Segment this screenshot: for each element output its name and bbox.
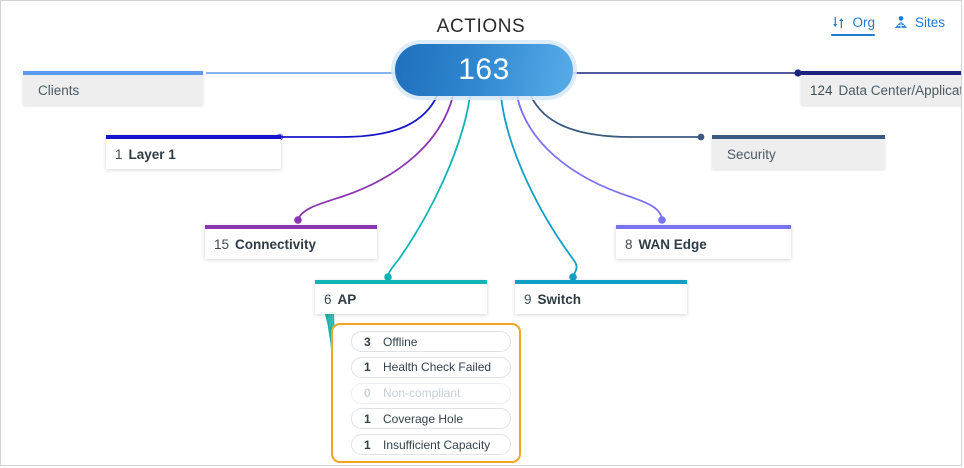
card-layer-1[interactable]: 1 Layer 1 <box>106 135 281 169</box>
card-clients[interactable]: Clients <box>23 71 203 105</box>
card-clients-bar <box>23 71 203 75</box>
tab-sites-label: Sites <box>914 15 945 30</box>
card-switch-label: Switch <box>537 291 582 307</box>
card-data-center-count: 124 <box>810 82 833 98</box>
detail-pill-insufficient-capacity-count: 1 <box>364 437 371 452</box>
actions-total-node[interactable]: 163 <box>395 44 573 96</box>
card-ap-bar <box>315 280 487 284</box>
tab-sites[interactable]: Sites <box>893 15 945 36</box>
detail-pill-offline-label: Offline <box>383 334 418 349</box>
page-title: ACTIONS <box>436 16 526 37</box>
detail-pill-non-compliant-label: Non-compliant <box>383 386 461 400</box>
card-security-label: Security <box>727 146 776 162</box>
detail-pill-insufficient-capacity-label: Insufficient Capacity <box>383 437 491 452</box>
card-data-center-bar <box>801 71 961 75</box>
detail-pill-health-check-failed-label: Health Check Failed <box>383 360 492 375</box>
card-security-bar <box>712 135 885 139</box>
card-ap-label: AP <box>337 291 357 307</box>
card-data-center[interactable]: 124 Data Center/Applicati <box>801 71 962 105</box>
scope-tab-group: Org Sites <box>831 15 945 36</box>
card-wan-edge[interactable]: 8 WAN Edge <box>616 225 791 259</box>
detail-pill-offline-count: 3 <box>364 334 371 349</box>
card-layer-1-bar <box>106 135 281 139</box>
detail-pill-insufficient-capacity[interactable]: 1 Insufficient Capacity <box>351 434 511 455</box>
card-connectivity-label: Connectivity <box>235 236 317 252</box>
tab-org[interactable]: Org <box>831 15 875 36</box>
detail-pill-coverage-hole-count: 1 <box>364 411 371 426</box>
sites-network-icon <box>893 15 909 30</box>
card-wan-edge-bar <box>616 225 791 229</box>
card-ap[interactable]: 6 AP <box>315 280 487 314</box>
card-switch-count: 9 <box>524 291 532 307</box>
detail-pill-coverage-hole-label: Coverage Hole <box>383 411 464 426</box>
detail-pill-coverage-hole[interactable]: 1 Coverage Hole <box>351 408 511 430</box>
card-connectivity[interactable]: 15 Connectivity <box>205 225 377 259</box>
detail-pill-non-compliant-count: 0 <box>364 386 371 400</box>
detail-pill-health-check-failed-count: 1 <box>364 360 371 375</box>
detail-pill-offline[interactable]: 3 Offline <box>351 331 511 352</box>
card-connectivity-count: 15 <box>214 236 230 252</box>
card-switch-bar <box>515 280 687 284</box>
card-ap-count: 6 <box>324 291 332 307</box>
detail-pill-health-check-failed[interactable]: 1 Health Check Failed <box>351 356 511 378</box>
card-layer-1-count: 1 <box>115 146 123 162</box>
actions-total-value: 163 <box>458 53 510 86</box>
card-wan-edge-count: 8 <box>625 236 633 252</box>
card-clients-label: Clients <box>38 82 80 98</box>
card-data-center-label: Data Center/Applicati <box>838 82 962 98</box>
sort-arrows-icon <box>831 15 846 30</box>
card-wan-edge-label: WAN Edge <box>638 236 707 252</box>
detail-pill-non-compliant: 0 Non-compliant <box>351 382 511 404</box>
card-security[interactable]: Security <box>712 135 885 169</box>
tab-org-label: Org <box>852 15 875 30</box>
card-switch[interactable]: 9 Switch <box>515 280 687 314</box>
ap-detail-group: 3 Offline 1 Health Check Failed 0 Non-co… <box>331 323 521 463</box>
card-connectivity-bar <box>205 225 377 229</box>
card-layer-1-label: Layer 1 <box>128 146 176 162</box>
